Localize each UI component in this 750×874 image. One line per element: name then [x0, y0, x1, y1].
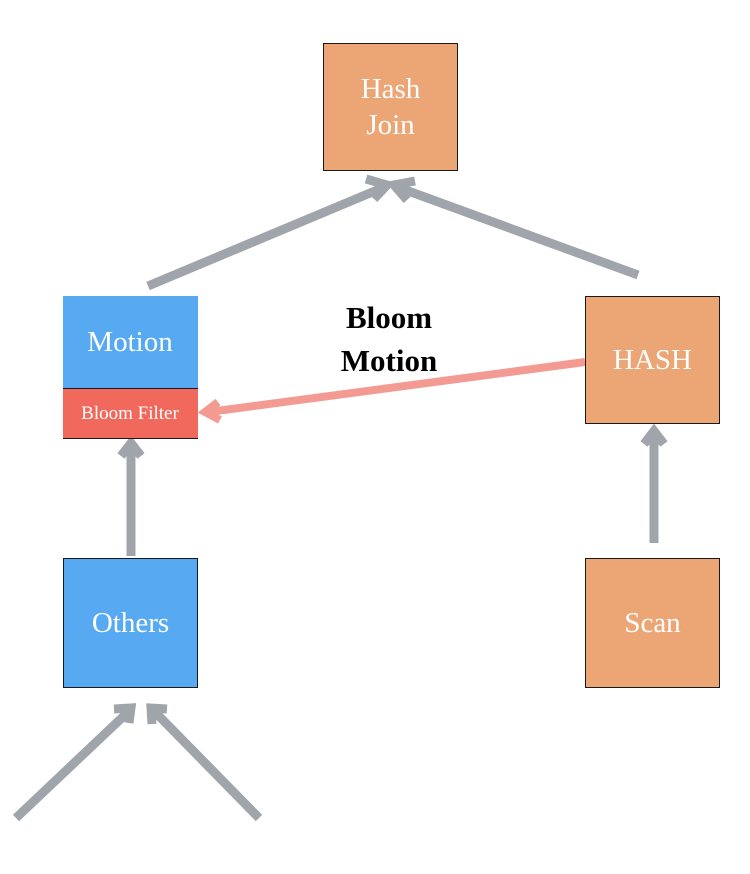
arrow-motion-to-hash-join: [146, 183, 384, 291]
scan-node: Scan: [585, 558, 720, 688]
motion-node: Motion: [62, 295, 198, 389]
hash-node: HASH: [585, 296, 720, 424]
hash-join-node: Hash Join: [323, 43, 458, 171]
hash-join-label-line2: Join: [366, 109, 415, 141]
arrowhead-hash-to-hash-join: [385, 176, 416, 203]
arrowhead-input-left-to-others: [113, 703, 137, 724]
arrow-input-right-to-others: [151, 708, 263, 822]
hash-label: HASH: [613, 343, 692, 376]
bloom-motion-label-line1: Bloom: [345, 300, 433, 335]
hash-join-label-line1: Hash: [360, 72, 421, 105]
bloom-motion-edge-label: Bloom Motion: [318, 296, 460, 382]
scan-label: Scan: [624, 606, 681, 639]
motion-label: Motion: [87, 325, 173, 358]
others-label: Others: [91, 606, 170, 639]
arrow-input-left-to-others: [12, 708, 132, 822]
arrowhead-bloom-motion: [197, 398, 222, 424]
motion-node-group: Motion Bloom Filter: [62, 295, 198, 439]
arrow-bloom-motion: [208, 358, 586, 416]
bloom-filter-node: Bloom Filter: [62, 388, 198, 438]
arrow-hash-to-hash-join: [398, 183, 640, 280]
arrowhead-others-to-motion: [117, 435, 145, 459]
others-node: Others: [63, 558, 198, 688]
bloom-filter-label: Bloom Filter: [81, 402, 179, 424]
bloom-motion-label-line2: Motion: [340, 343, 438, 378]
arrowhead-input-right-to-others: [146, 703, 168, 725]
arrowhead-motion-to-hash-join: [364, 174, 396, 203]
arrowhead-scan-to-hash: [640, 423, 668, 447]
